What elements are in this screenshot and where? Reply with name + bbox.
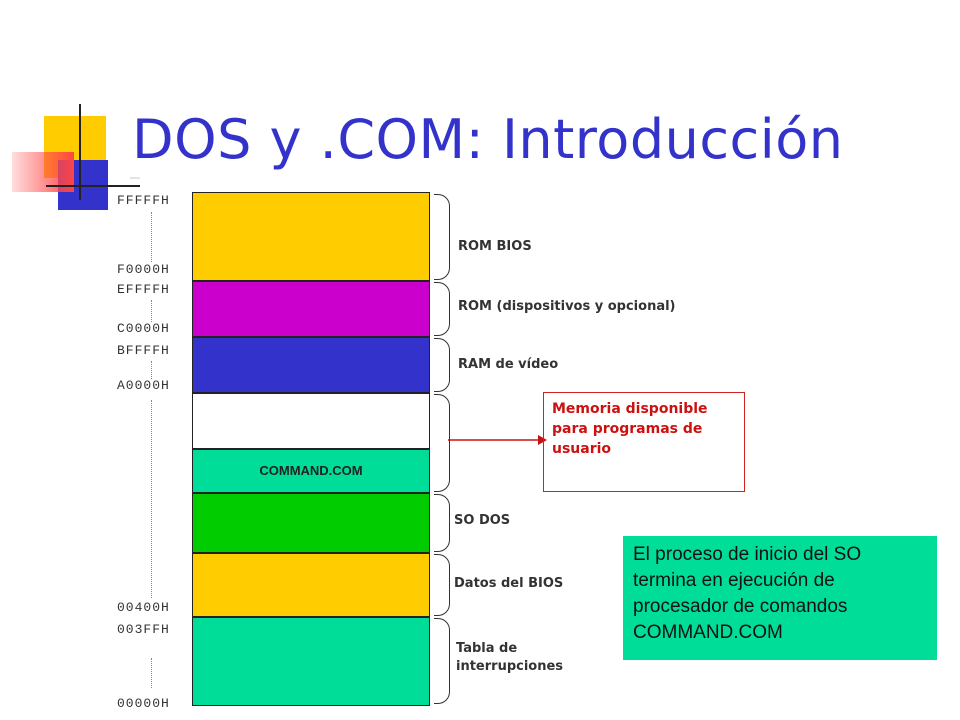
label-rom-dispositivos: ROM (dispositivos y opcional) — [458, 299, 676, 314]
address-c0000: C0000H — [117, 321, 170, 336]
address-fffff: FFFFFH — [117, 193, 170, 208]
segment-memoria-libre — [192, 393, 430, 449]
address-00400: 00400H — [117, 600, 170, 615]
page-title: DOS y .COM: Introducción — [132, 108, 844, 171]
segment-so-dos — [192, 493, 430, 553]
address-a0000: A0000H — [117, 378, 170, 393]
label-rom-bios: ROM BIOS — [458, 239, 532, 254]
label-ram-video: RAM de vídeo — [458, 357, 559, 372]
arrow-to-memoria — [448, 435, 547, 445]
brace-so-dos — [434, 494, 450, 552]
brace-rom-dispositivos — [434, 282, 450, 336]
address-f0000: F0000H — [117, 262, 170, 277]
segment-ram-video — [192, 337, 430, 393]
label-datos-bios: Datos del BIOS — [454, 576, 564, 591]
segment-rom-bios — [192, 192, 430, 281]
address-range-line — [151, 300, 152, 322]
address-effff: EFFFFH — [117, 282, 170, 297]
info-box: El proceso de inicio del SO termina en e… — [623, 536, 937, 660]
command-com-label: COMMAND.COM — [259, 463, 363, 478]
address-range-line — [151, 361, 152, 379]
brace-ram-video — [434, 338, 450, 392]
address-range-line — [151, 658, 152, 688]
label-tabla-interrupciones: Tabla de interrupciones — [456, 641, 564, 674]
memoria-callout-text: Memoria disponible para programas de usu… — [552, 401, 708, 457]
segment-rom-dispositivos — [192, 281, 430, 337]
address-003ff: 003FFH — [117, 622, 170, 637]
brace-tabla — [434, 618, 450, 704]
segment-datos-bios — [192, 553, 430, 617]
address-range-line — [151, 400, 152, 598]
brace-datos-bios — [434, 554, 450, 616]
address-00000: 00000H — [117, 696, 170, 711]
memoria-callout: Memoria disponible para programas de usu… — [543, 392, 745, 492]
address-range-line — [151, 212, 152, 262]
segment-command-com: COMMAND.COM — [192, 449, 430, 493]
label-so-dos: SO DOS — [454, 513, 511, 528]
address-bffff: BFFFFH — [117, 343, 170, 358]
brace-rom-bios — [434, 194, 450, 280]
segment-tabla-interrupciones — [192, 617, 430, 706]
info-box-text: El proceso de inicio del SO termina en e… — [633, 544, 862, 643]
